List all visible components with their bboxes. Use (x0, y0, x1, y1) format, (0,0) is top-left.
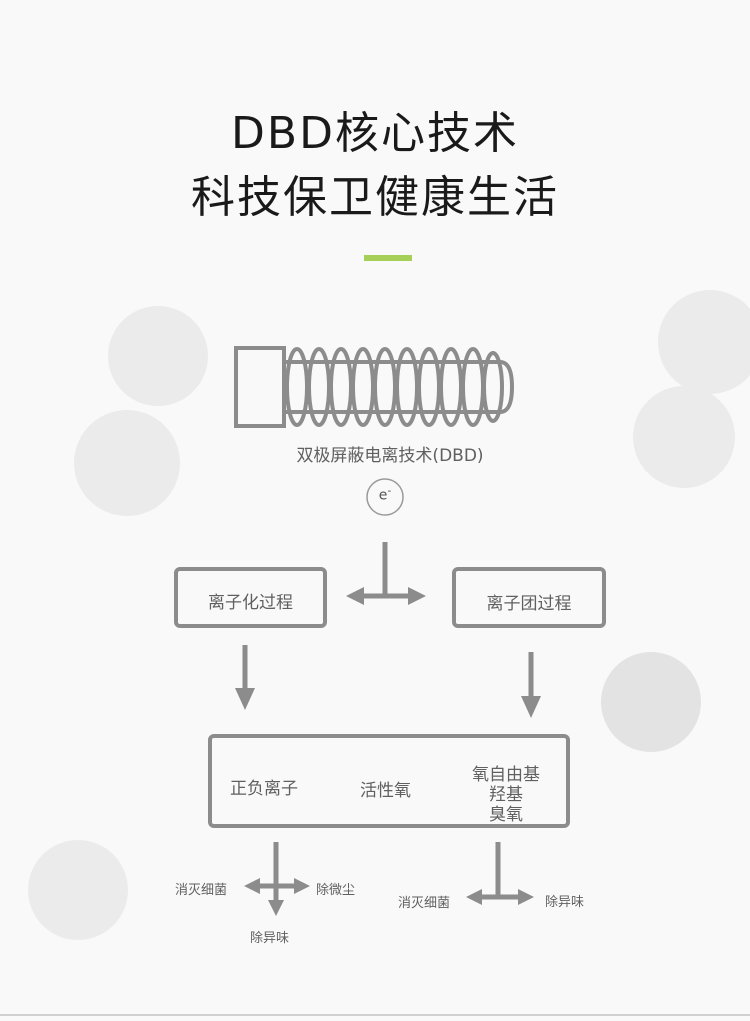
down-arrow-right (521, 652, 541, 718)
process-left-label: 离子化过程 (208, 593, 293, 613)
bg-bubble (28, 840, 128, 940)
effect-left-remove-dust: 除微尘 (316, 883, 356, 898)
electron-charge: - (387, 484, 392, 497)
electron-circle (366, 478, 404, 516)
process-box-right: 离子团过程 (452, 567, 606, 628)
product-oxygen-radical: 氧自由基 (472, 765, 540, 785)
products-box: 正负离子 活性氧 氧自由基 羟基 臭氧 (208, 734, 570, 828)
process-right-label: 离子团过程 (486, 594, 572, 614)
process-box-left: 离子化过程 (174, 567, 327, 628)
effect-right-kill-bacteria: 消灭细菌 (398, 896, 451, 911)
electron-label: e- (367, 484, 403, 504)
effect-left-kill-bacteria: 消灭细菌 (175, 883, 228, 898)
down-arrow-left (235, 645, 255, 710)
title-accent-bar (364, 255, 412, 261)
page-title: DBD核心技术 (231, 108, 519, 159)
page-subtitle: 科技保卫健康生活 (191, 172, 559, 223)
effect-right-remove-odor: 除异味 (545, 895, 585, 910)
bottom-divider (0, 1014, 750, 1016)
product-active-oxygen: 活性氧 (360, 781, 411, 801)
product-ions: 正负离子 (230, 779, 298, 799)
bg-bubble (74, 410, 180, 516)
effects-arrow-left (244, 842, 310, 916)
split-arrow-top (346, 542, 426, 605)
product-hydroxyl: 羟基 (489, 785, 523, 805)
bg-bubble (108, 306, 208, 406)
dbd-device-icon (234, 346, 515, 428)
product-ozone: 臭氧 (489, 805, 523, 825)
bg-bubble (601, 652, 701, 752)
device-caption: 双极屏蔽电离技术(DBD) (296, 446, 484, 466)
effect-left-remove-odor: 除异味 (250, 931, 290, 946)
electron-symbol: e (378, 487, 388, 504)
bg-bubble (633, 386, 735, 488)
effects-arrow-right (466, 842, 534, 905)
bg-bubble (658, 290, 750, 394)
